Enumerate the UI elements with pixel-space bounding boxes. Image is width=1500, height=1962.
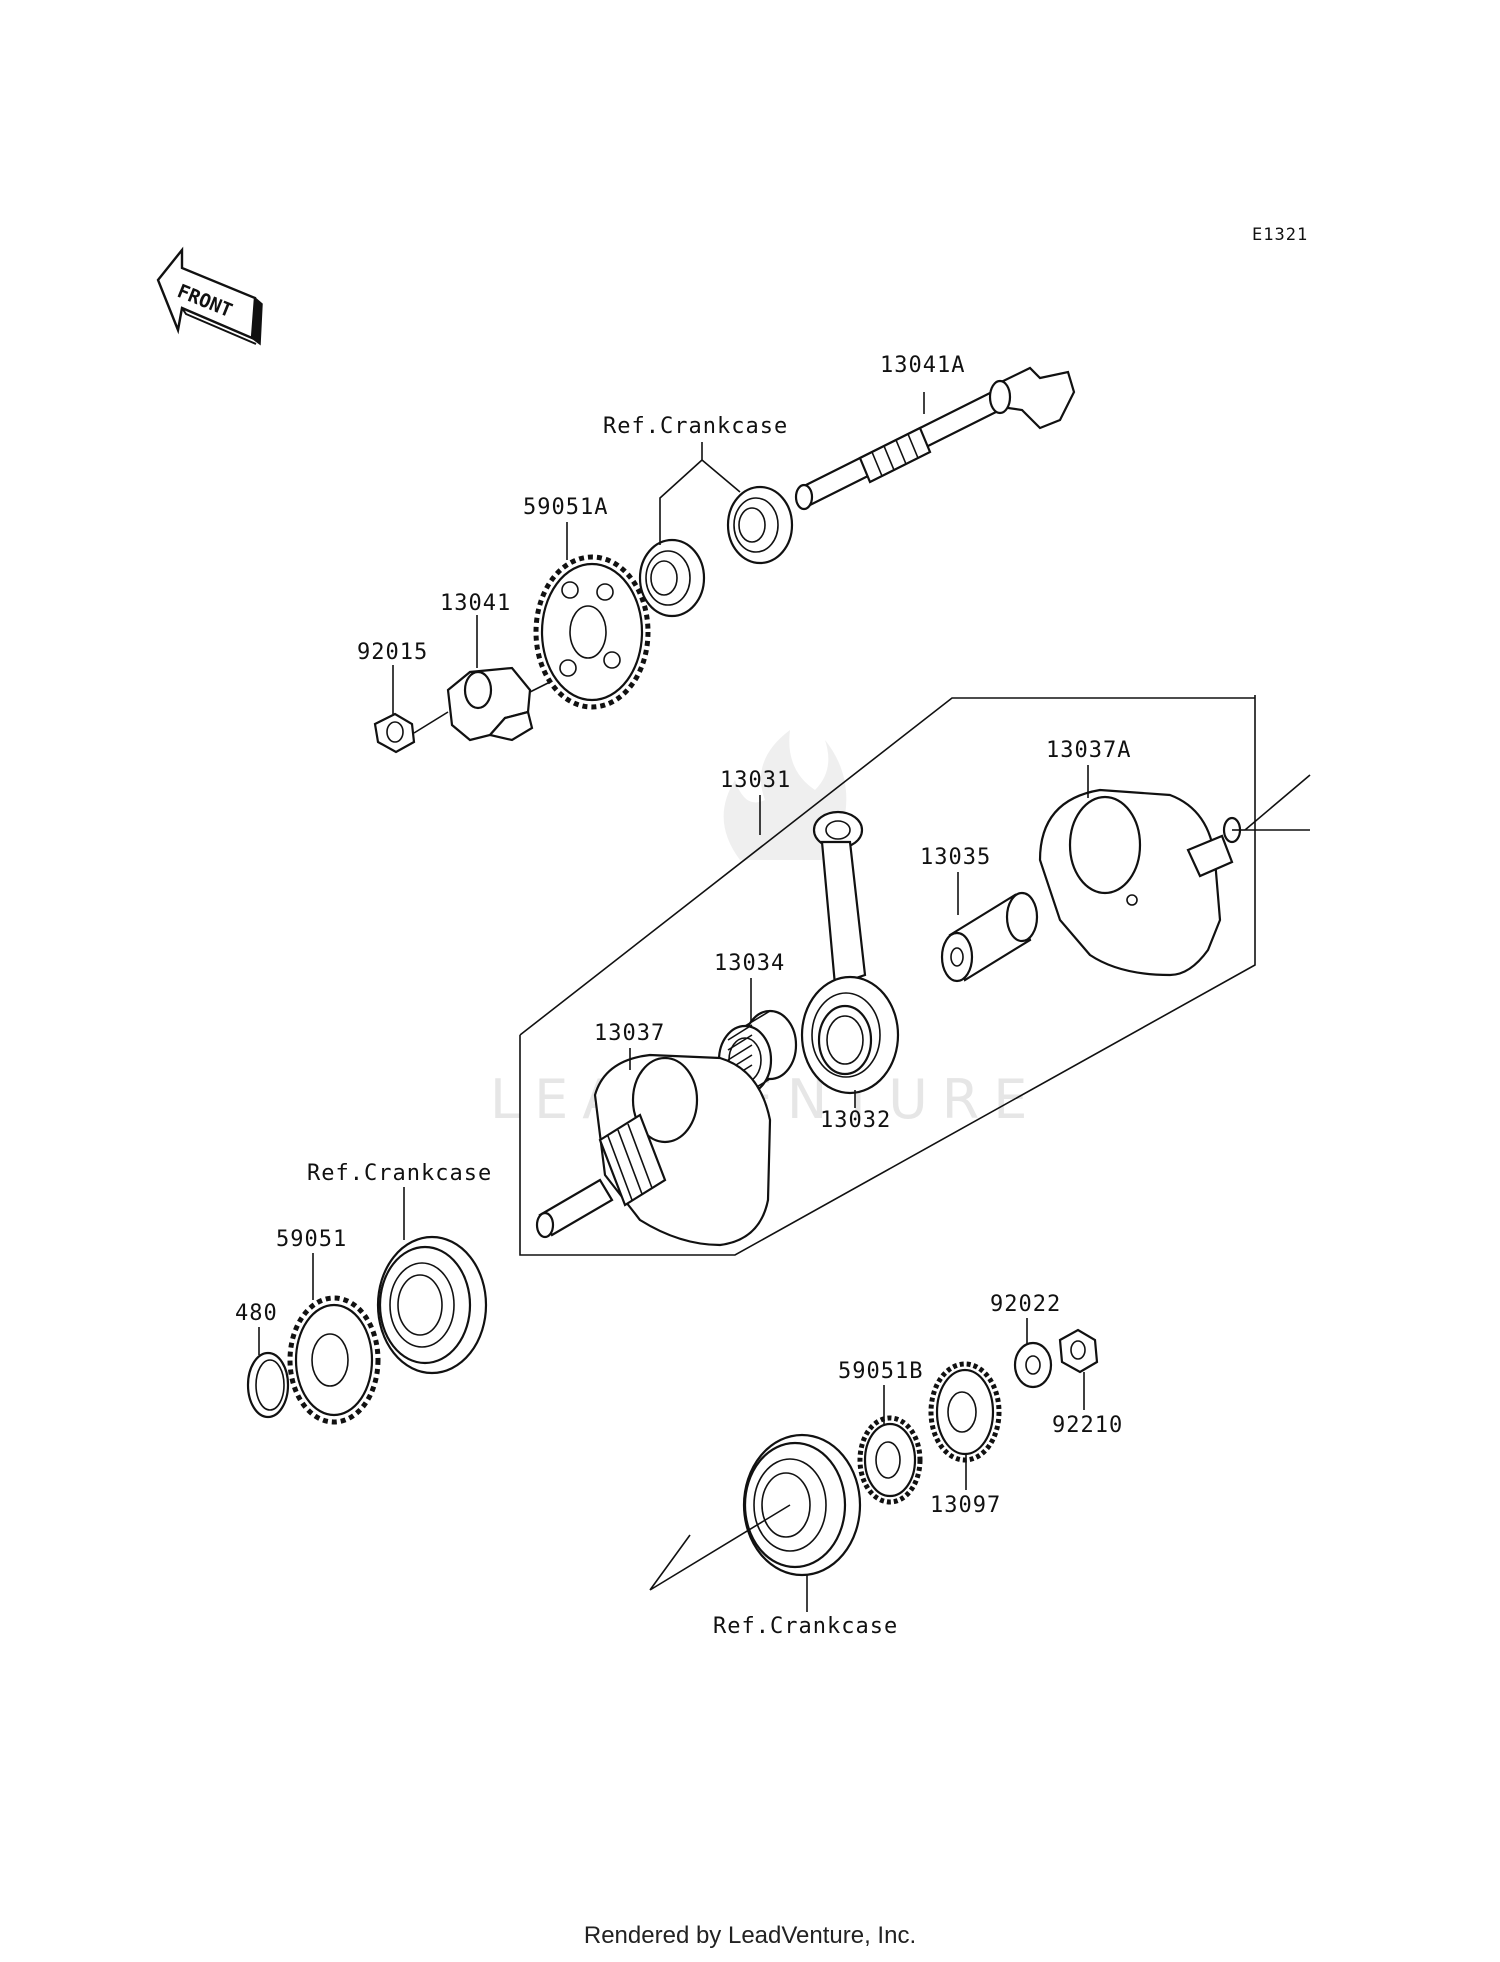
callout-59051B: 59051B bbox=[838, 1359, 923, 1384]
callout-92015: 92015 bbox=[357, 640, 428, 665]
callout-13041A: 13041A bbox=[880, 353, 965, 378]
callout-13031: 13031 bbox=[720, 768, 791, 793]
leader-lines bbox=[258, 392, 1089, 1612]
part-59051A-gear bbox=[533, 554, 651, 710]
part-13037A-crank-half bbox=[1038, 788, 1245, 977]
callout-ref-crankcase-left: Ref.Crankcase bbox=[307, 1161, 492, 1186]
callout-13034: 13034 bbox=[714, 951, 785, 976]
part-92015-nut bbox=[373, 712, 416, 754]
diagram-code: E1321 bbox=[1252, 225, 1308, 245]
callout-480: 480 bbox=[235, 1301, 278, 1326]
callout-92210: 92210 bbox=[1052, 1413, 1123, 1438]
callout-59051A: 59051A bbox=[523, 495, 608, 520]
front-arrow-icon: FRONT bbox=[156, 246, 263, 346]
callout-13035: 13035 bbox=[920, 845, 991, 870]
assembly-box-outline bbox=[519, 695, 1256, 1256]
part-13035-crank-pin bbox=[940, 891, 1039, 983]
callout-labels: 13041A Ref.Crankcase 59051A 13041 92015 … bbox=[235, 353, 1131, 1639]
callout-ref-crankcase-bottom: Ref.Crankcase bbox=[713, 1614, 898, 1639]
callout-ref-crankcase-top: Ref.Crankcase bbox=[603, 414, 788, 439]
part-bearing-lower-left bbox=[376, 1235, 488, 1375]
callout-13041: 13041 bbox=[440, 591, 511, 616]
part-92210-nut bbox=[1058, 1328, 1099, 1374]
part-59051-gear bbox=[287, 1295, 381, 1425]
callout-13037: 13037 bbox=[594, 1021, 665, 1046]
part-13041A-shaft bbox=[794, 366, 1076, 511]
callout-13097: 13097 bbox=[930, 1493, 1001, 1518]
part-bearing-top-left bbox=[638, 538, 706, 618]
part-13097-gear bbox=[928, 1361, 1002, 1463]
part-92022-washer bbox=[1013, 1341, 1053, 1389]
part-480-circlip bbox=[246, 1351, 290, 1419]
callout-92022: 92022 bbox=[990, 1292, 1061, 1317]
part-13037-crank-half bbox=[535, 1053, 772, 1247]
footer-credit: Rendered by LeadVenture, Inc. bbox=[583, 1922, 917, 1949]
part-bearing-lower-right bbox=[742, 1433, 862, 1577]
part-59051B-gear bbox=[857, 1415, 923, 1505]
part-13041-web bbox=[446, 666, 534, 742]
callout-59051: 59051 bbox=[276, 1227, 347, 1252]
part-13032-washer bbox=[817, 1004, 873, 1076]
part-bearing-top-right bbox=[726, 485, 794, 565]
callout-13037A: 13037A bbox=[1046, 738, 1131, 763]
callout-13032: 13032 bbox=[820, 1108, 891, 1133]
